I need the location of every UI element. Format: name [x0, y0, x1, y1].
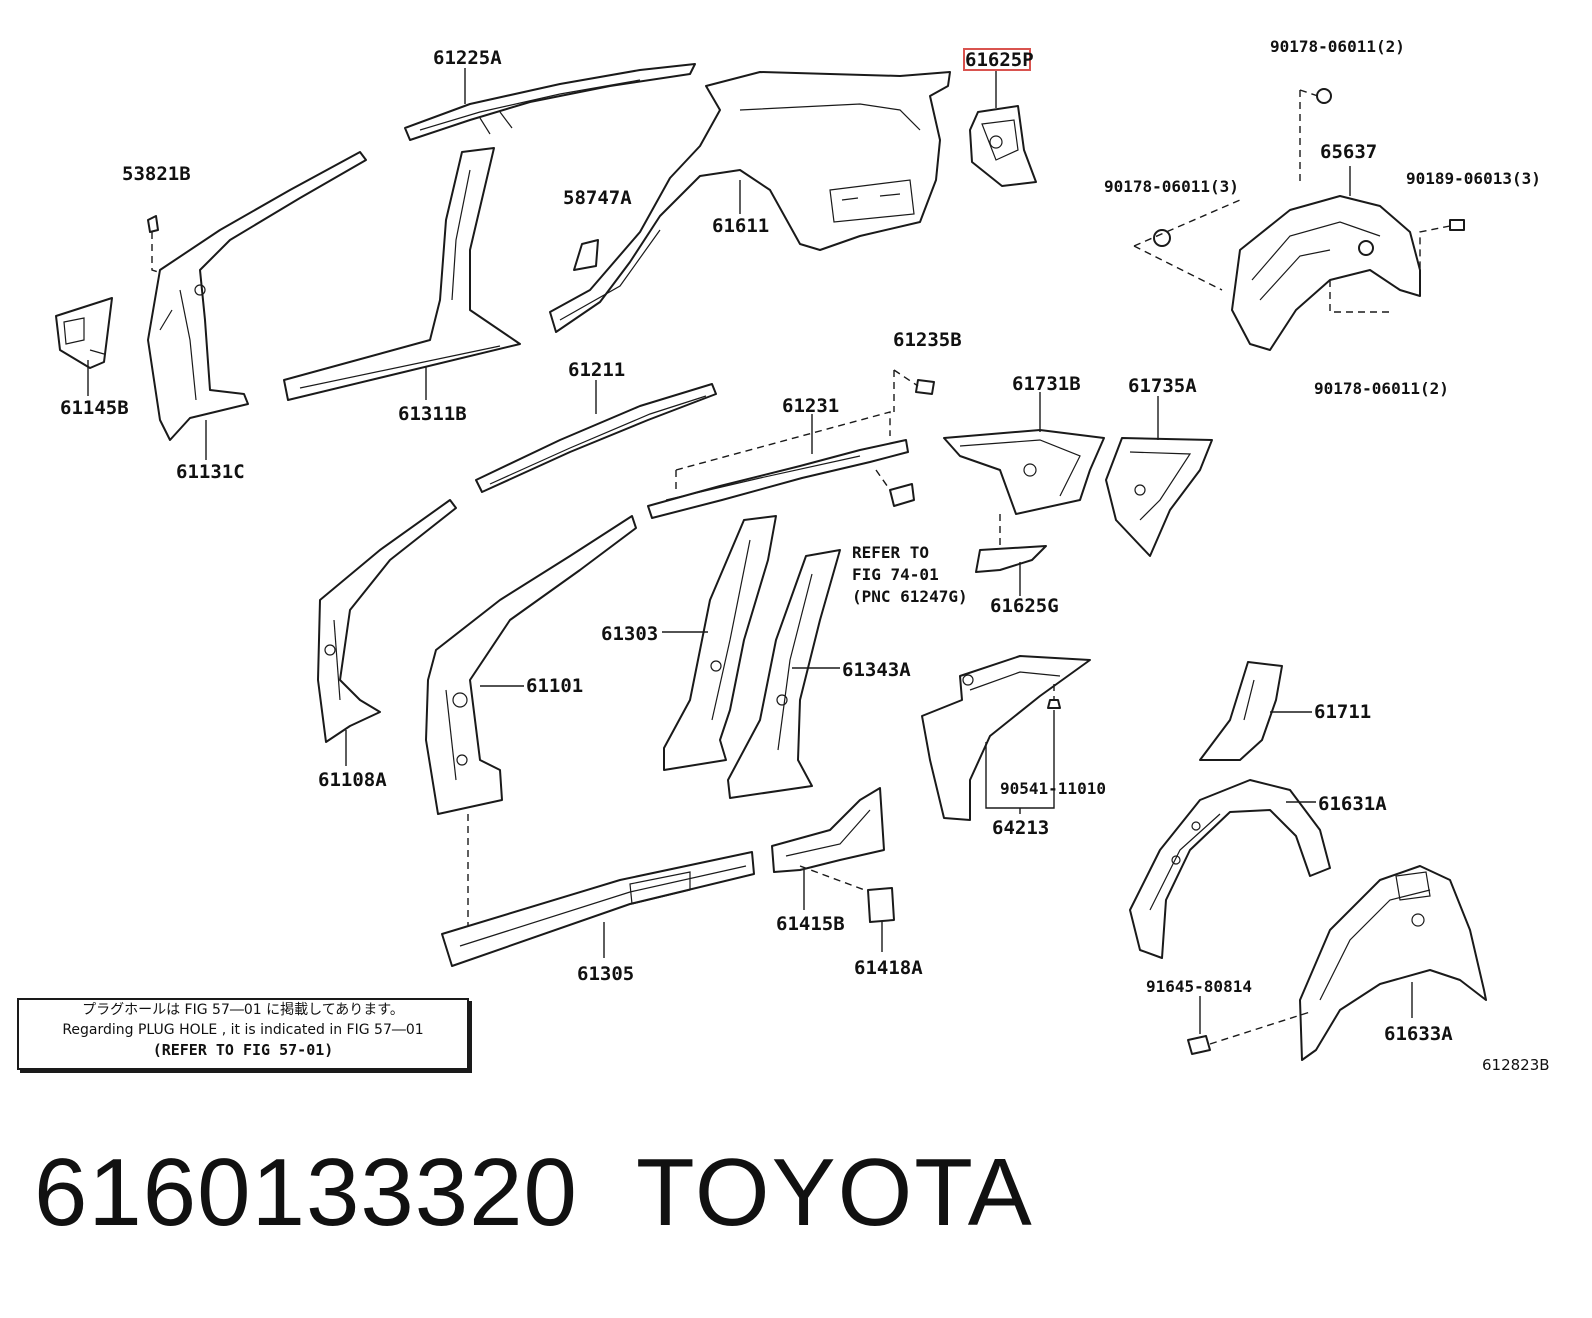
part-61225A-shape	[404, 63, 696, 141]
part-64213-shape	[921, 655, 1091, 821]
notice-reference: (REFER TO FIG 57-01)	[152, 1041, 334, 1059]
label-61633A: 61633A	[1384, 1023, 1453, 1045]
label-61731B: 61731B	[1012, 373, 1081, 395]
label-61305: 61305	[577, 963, 634, 985]
label-61711: 61711	[1314, 701, 1371, 723]
label-61625G: 61625G	[990, 595, 1059, 617]
nut-90541	[1047, 699, 1061, 709]
brand-name: TOYOTA	[636, 1139, 1034, 1246]
bolt-91645	[1187, 1035, 1211, 1055]
label-61235B: 61235B	[893, 329, 962, 351]
part-61311B-shape	[283, 147, 521, 401]
part-58747A-shape	[573, 239, 599, 271]
label-61343A: 61343A	[842, 659, 911, 681]
part-61101-shape	[425, 515, 637, 815]
part-61211-shape	[475, 383, 717, 493]
label-64213: 64213	[992, 817, 1049, 839]
label-90178-a: 90178-06011(2)	[1270, 37, 1405, 56]
label-90189: 90189-06013(3)	[1406, 169, 1541, 188]
label-58747A: 58747A	[563, 187, 632, 209]
label-61631A: 61631A	[1318, 793, 1387, 815]
part-61235B-shape	[915, 379, 935, 395]
label-90178-c: 90178-06011(2)	[1314, 379, 1449, 398]
notice-english: Regarding PLUG HOLE , it is indicated in…	[62, 1022, 424, 1038]
part-61231-shape	[647, 439, 909, 519]
part-61418A-shape	[867, 887, 895, 923]
refer-line-2: FIG 74-01	[852, 565, 939, 584]
part-61731B-shape	[943, 429, 1105, 515]
part-61343A-shape	[727, 549, 841, 799]
label-61611: 61611	[712, 215, 769, 237]
clip-90178-b	[1153, 229, 1171, 247]
part-61611-shape	[549, 71, 951, 333]
part-61625G-shape	[975, 545, 1047, 573]
refer-line-1: REFER TO	[852, 543, 929, 562]
label-61231: 61231	[782, 395, 839, 417]
part-61633A-shape	[1299, 865, 1487, 1061]
label-61625P: 61625P	[965, 49, 1034, 71]
label-61415B: 61415B	[776, 913, 845, 935]
part-53821B-shape	[147, 215, 159, 233]
part-61108A-shape	[317, 499, 457, 743]
label-61735A: 61735A	[1128, 375, 1197, 397]
part-61631A-shape	[1129, 779, 1331, 959]
label-61145B: 61145B	[60, 397, 129, 419]
refer-line-3: (PNC 61247G)	[852, 587, 968, 606]
part-61625P-shape	[969, 105, 1037, 187]
label-65637: 65637	[1320, 141, 1377, 163]
part-65637-shape	[1231, 195, 1421, 351]
label-61418A: 61418A	[854, 957, 923, 979]
part-61247G-shape	[889, 483, 915, 507]
label-91645: 91645-80814	[1146, 977, 1252, 996]
label-61101: 61101	[526, 675, 583, 697]
label-61311B: 61311B	[398, 403, 467, 425]
label-61131C: 61131C	[176, 461, 245, 483]
label-61303: 61303	[601, 623, 658, 645]
label-61211: 61211	[568, 359, 625, 381]
plug-hole-notice: プラグホールは FIG 57―01 に掲載してあります。 Regarding P…	[17, 998, 469, 1070]
part-61131C-shape	[147, 151, 367, 441]
part-61303-shape	[663, 515, 777, 771]
label-90178-b: 90178-06011(3)	[1104, 177, 1239, 196]
part-61415B-shape	[771, 787, 885, 873]
part-61735A-shape	[1105, 437, 1213, 557]
part-number: 6160133320	[34, 1139, 578, 1246]
part-61305-shape	[441, 851, 755, 967]
figure-id: 612823B	[1482, 1056, 1550, 1074]
notice-japanese: プラグホールは FIG 57―01 に掲載してあります。	[82, 1002, 404, 1018]
clip-90178-c	[1358, 240, 1374, 256]
label-61108A: 61108A	[318, 769, 387, 791]
highlight-box	[963, 48, 1031, 71]
part-61145B-shape	[55, 297, 113, 369]
part-61711-shape	[1199, 661, 1283, 761]
label-61225A: 61225A	[433, 47, 502, 69]
label-53821B: 53821B	[122, 163, 191, 185]
clip-90189	[1449, 219, 1465, 231]
label-90541: 90541-11010	[1000, 779, 1106, 798]
clip-90178-a	[1316, 88, 1332, 104]
